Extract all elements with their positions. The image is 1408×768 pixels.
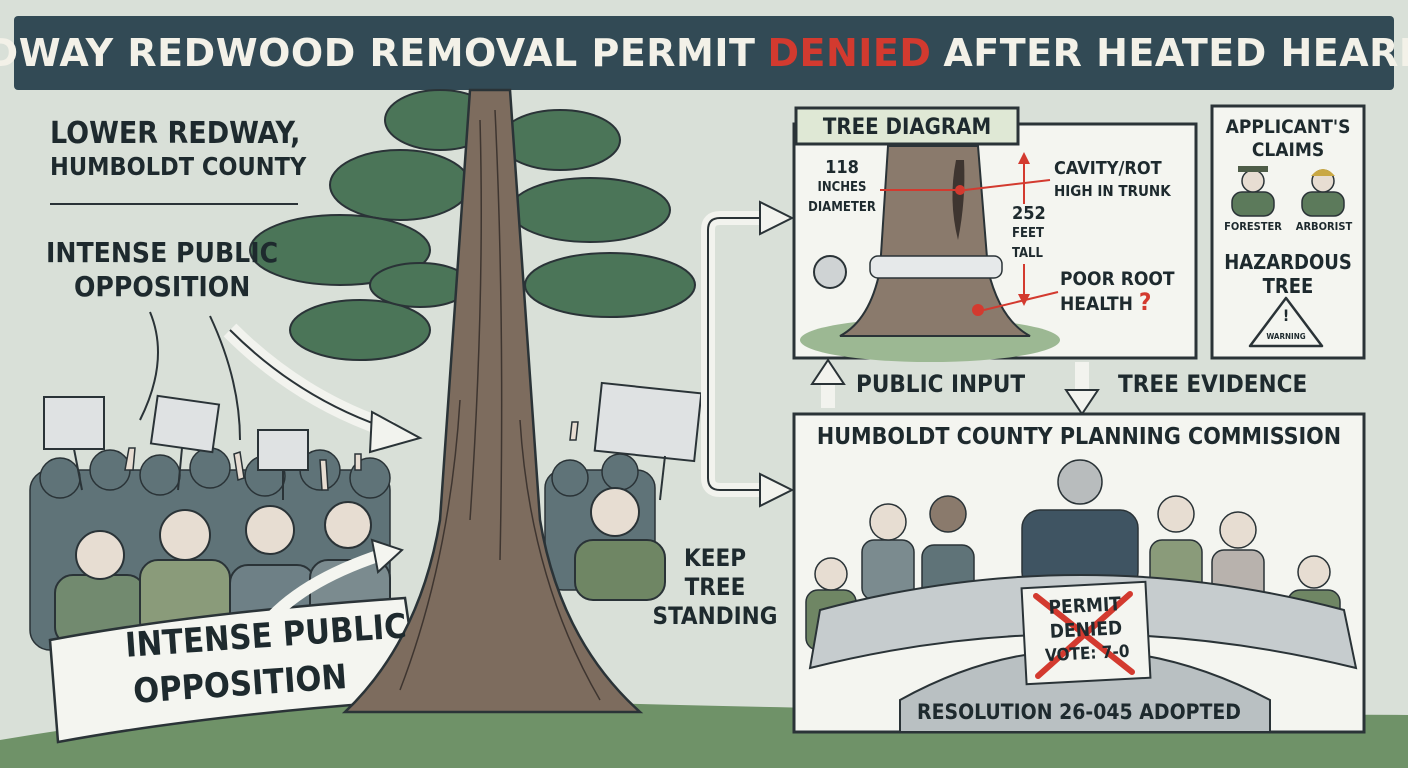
keep-tree-line1: KEEP (683, 544, 747, 572)
warning-triangle (1248, 296, 1324, 348)
commission-title: HUMBOLDT COUNTY PLANNING COMMISSION (816, 424, 1342, 450)
cavity-label: CAVITY/ROT HIGH IN TRUNK (1054, 158, 1171, 202)
diameter-unit2: DIAMETER (808, 200, 876, 215)
height-label: 252 FEET TALL (1012, 203, 1046, 264)
bracket-arrow-head-bottom (759, 472, 795, 508)
root-line2: HEALTH (1060, 293, 1133, 315)
cavity-line2: HIGH IN TRUNK (1054, 182, 1171, 200)
evidence-arrow-head (1064, 389, 1100, 416)
hazard-line2: TREE (1262, 274, 1314, 298)
headline-after: AFTER HEATED HEARING (943, 31, 1408, 75)
bracket-arrow-head-top (759, 200, 795, 236)
bracket-arrow (701, 211, 760, 497)
headline: REDWAY REDWOOD REMOVAL PERMIT DENIED AFT… (0, 16, 1408, 90)
keep-tree-label: KEEP TREE STANDING (650, 544, 780, 631)
cavity-line1: CAVITY/ROT (1054, 158, 1162, 179)
opposition-arrow-outline (229, 329, 393, 431)
location-line1: LOWER REDWAY, (50, 116, 301, 151)
pointer-line (139, 311, 159, 421)
denial-stamp: PERMIT DENIED VOTE: 7-0 (1024, 591, 1148, 669)
diameter-value: 118 (825, 157, 859, 178)
warning-label: WARNING (1266, 332, 1306, 341)
headline-before: REDWAY REDWOOD REMOVAL PERMIT (0, 31, 756, 75)
tree-diagram-title-box (794, 106, 1020, 146)
protest-signs (43, 381, 703, 501)
opposition-label-line1: INTENSE PUBLIC (46, 236, 279, 269)
root-line1: POOR ROOT (1060, 268, 1175, 290)
root-label: POOR ROOT HEALTH ? (1060, 268, 1175, 316)
bracket-arrow-outline (707, 217, 760, 491)
keep-tree-line2: TREE (684, 573, 746, 601)
role-arborist: ARBORIST (1295, 220, 1353, 233)
hazard-finding: HAZARDOUS TREE (1212, 250, 1364, 298)
diameter-label: 118 INCHES DIAMETER (804, 158, 880, 218)
headline-banner (14, 16, 1394, 90)
public-input-arrow-head (810, 358, 846, 385)
root-pointer (983, 291, 1059, 311)
tree-evidence-label: TREE EVIDENCE (1118, 370, 1308, 398)
tape-reel (813, 255, 847, 289)
opposition-label-line2: OPPOSITION (74, 270, 251, 303)
opposition-arrow-head (368, 410, 423, 454)
warning-exclamation: ! (1282, 306, 1290, 325)
height-unit2: TALL (1012, 246, 1043, 261)
arborist-figure (1301, 169, 1345, 217)
public-input-label: PUBLIC INPUT (856, 370, 1026, 398)
denial-x-mark (1035, 591, 1133, 679)
raised-hands (124, 421, 579, 491)
cavity-pointer (964, 179, 1051, 191)
tree-diagram-title: TREE DIAGRAM (822, 115, 992, 140)
keep-tree-line3: STANDING (652, 602, 778, 630)
claims-title-line1: APPLICANT'S (1225, 116, 1351, 138)
diagram-cavity (952, 160, 965, 240)
diagram-trunk (839, 145, 1031, 337)
height-unit1: FEET (1012, 226, 1044, 241)
claims-title: APPLICANT'S CLAIMS (1212, 116, 1364, 162)
banner-arrow-head (370, 538, 404, 574)
forester-figure (1231, 166, 1275, 217)
tape-measure (869, 255, 1003, 279)
height-arrow-top (1018, 152, 1030, 164)
cavity-dot (955, 185, 965, 195)
hazard-line1: HAZARDOUS (1224, 250, 1352, 274)
headline-highlight: DENIED (767, 31, 932, 75)
root-dot (972, 304, 984, 316)
tree-foliage (249, 89, 696, 361)
pointer-line (209, 315, 241, 441)
height-value: 252 (1012, 203, 1046, 224)
resolution-label: RESOLUTION 26-045 ADOPTED (917, 700, 1241, 724)
banner-arrow (257, 546, 392, 632)
bark-lines (399, 109, 601, 701)
question-mark: ? (1138, 288, 1152, 316)
location-line2: HUMBOLDT COUNTY (50, 152, 307, 181)
tree-trunk (341, 88, 644, 714)
claims-title-line2: CLAIMS (1251, 139, 1325, 161)
role-forester: FORESTER (1224, 220, 1282, 233)
diameter-unit1: INCHES (817, 180, 867, 195)
